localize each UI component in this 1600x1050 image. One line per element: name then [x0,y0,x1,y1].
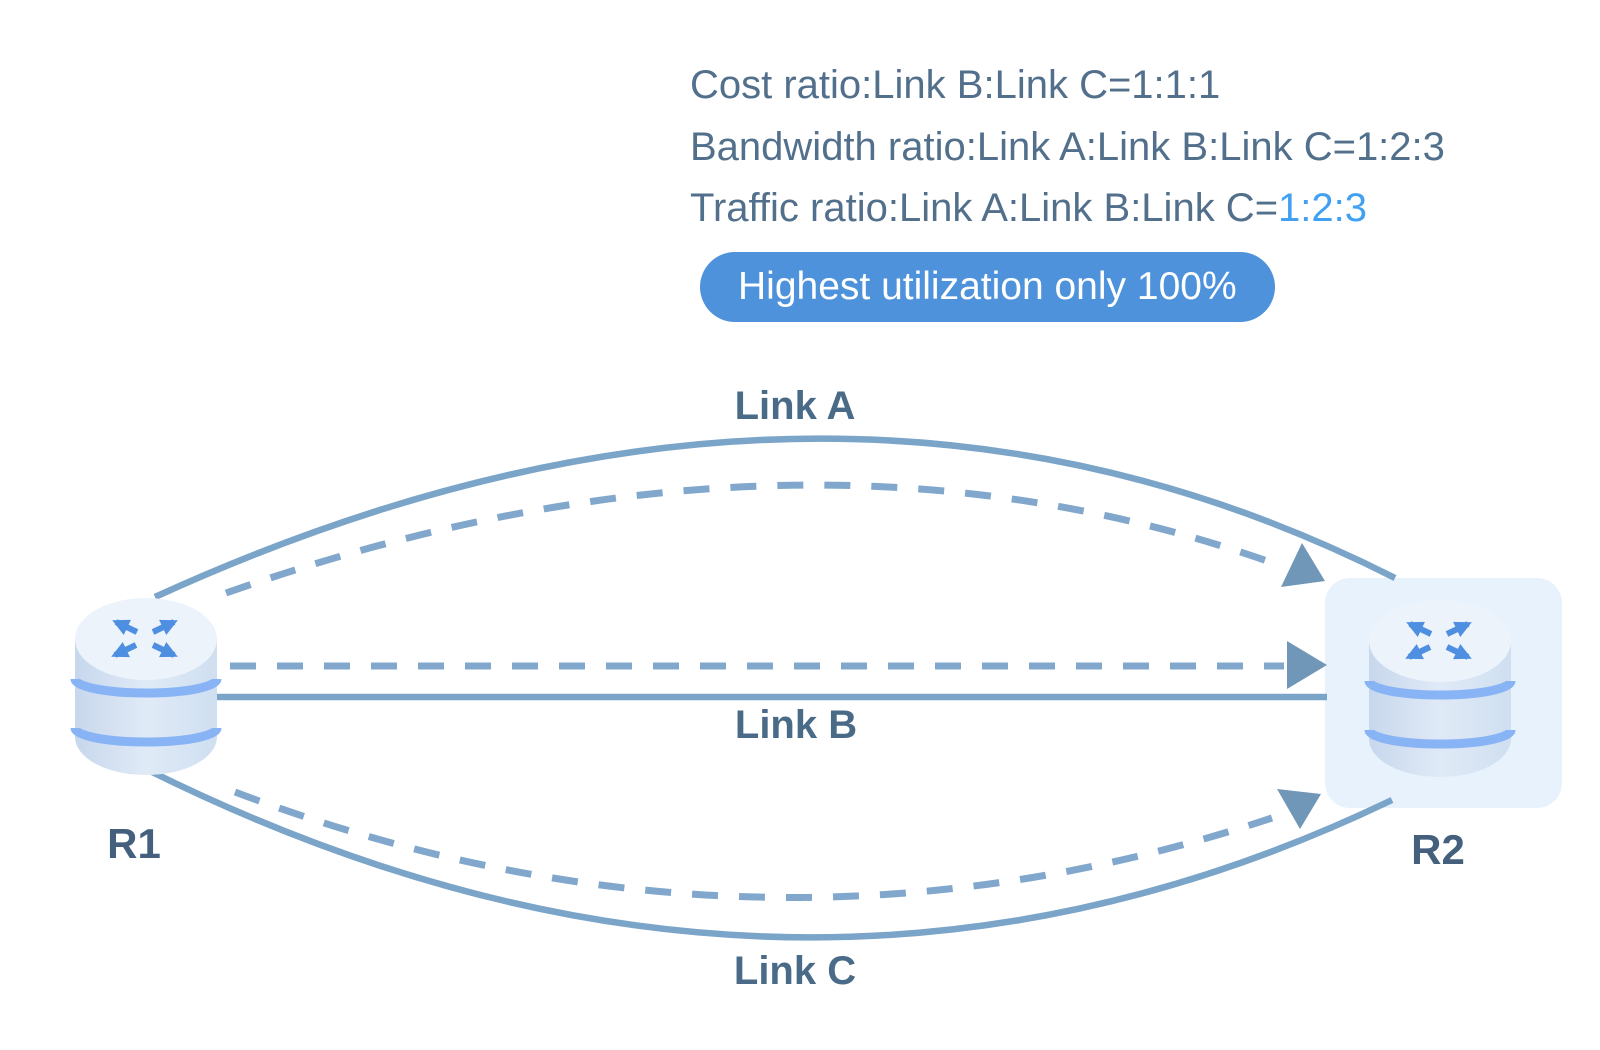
link-c-traffic-arrow [233,788,1274,901]
link-b-arrowhead-icon [1287,641,1327,689]
link-a-arrowhead-icon [1281,543,1325,587]
link-c-arrowhead-icon [1277,789,1321,829]
link-a-traffic-arrow [224,481,1272,597]
cost-ratio-text: Cost ratio:Link B:Link C=1:1:1 [690,63,1221,107]
router-r2-label: R2 [1411,826,1465,873]
link-b-label: Link B [734,703,858,747]
traffic-ratio-value: 1:2:3 [1278,186,1368,230]
bandwidth-ratio-text: Bandwidth ratio:Link A:Link B:Link C=1:2… [690,125,1445,169]
router-r1-icon [75,598,217,775]
traffic-ratio-text: Traffic ratio:Link A:Link B:Link C=1:2:3 [690,185,1367,231]
link-c-label: Link C [733,949,857,993]
traffic-ratio-prefix: Traffic ratio:Link A:Link B:Link C= [690,186,1279,230]
utilization-badge: Highest utilization only 100% [700,252,1275,322]
router-r1-label: R1 [107,820,161,867]
link-a-label: Link A [734,384,856,428]
link-a-line [153,435,1397,600]
router-r2-icon [1369,600,1511,777]
link-c-line [146,767,1394,941]
